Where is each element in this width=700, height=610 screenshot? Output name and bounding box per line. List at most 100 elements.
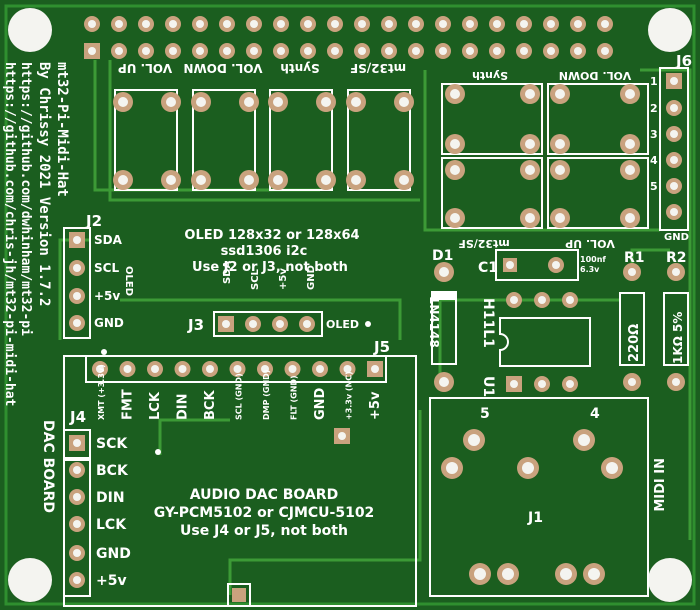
right-button-label-synth: Synth <box>472 69 508 82</box>
gpio-header <box>84 16 613 59</box>
button-vol-up[interactable]: VOL. UP <box>113 61 181 191</box>
ground-pour-edge <box>4 4 696 606</box>
button-outline-synth[interactable] <box>441 83 543 155</box>
gpio-drill <box>223 20 231 28</box>
button-drill <box>196 97 206 107</box>
j4-pin-label: SCK <box>96 436 128 452</box>
button-drill <box>351 175 361 185</box>
gpio-drill <box>601 47 609 55</box>
j6-pin-label: 5 <box>650 180 658 193</box>
button-vol-down[interactable]: VOL. DOWN <box>183 61 263 191</box>
j6-name: J6 <box>675 52 692 70</box>
oled-note: OLED 128x32 or 128x64 ssd1306 i2c Use J2… <box>184 228 359 275</box>
gpio-drill <box>88 47 96 55</box>
j5-pin-label: GND <box>313 387 328 420</box>
button-drill <box>625 213 635 223</box>
oled-note-line-2: ssd1306 i2c <box>221 244 308 259</box>
mounting-holes <box>8 8 692 602</box>
button-drill <box>625 165 635 175</box>
j5-pin-label: DIN <box>176 393 191 420</box>
c1-outline <box>495 249 579 281</box>
c1-label: C1 <box>478 260 498 276</box>
gpio-drill <box>493 47 501 55</box>
midi-pads <box>441 429 623 585</box>
j6-pin-label: 4 <box>650 154 658 167</box>
j4-outline-top <box>63 429 91 459</box>
credits-url-1: https://github.com/dwhinham/mt32-pi <box>18 62 33 336</box>
r2-value: 1KΩ 5% <box>671 312 685 364</box>
button-outline-vol-up[interactable] <box>547 157 649 229</box>
gpio-drill <box>412 47 420 55</box>
j4-pin-label: GND <box>96 546 131 562</box>
j5-drill <box>316 365 324 373</box>
j5-drill <box>233 365 242 373</box>
midi-side-label: MIDI IN <box>653 458 668 512</box>
j2-pin-label: +5v <box>94 289 120 303</box>
j5-pin-label: DMP (GND) <box>262 370 271 420</box>
button-synth[interactable]: Synth <box>268 61 336 191</box>
button-label: mt32/SF <box>350 61 406 75</box>
trace <box>108 60 420 202</box>
button-drill <box>555 139 565 149</box>
vias <box>101 321 371 455</box>
button-mt32-sf[interactable]: mt32/SF <box>346 61 414 191</box>
button-drill <box>555 89 565 99</box>
j4-pin-label: BCK <box>96 463 129 479</box>
button-drill <box>118 175 128 185</box>
j5-drill <box>261 365 269 373</box>
gpio-drill <box>250 47 258 55</box>
bottom-pad <box>232 588 246 602</box>
dac-note-line-2: GY-PCM5102 or CJMCU-5102 <box>154 505 375 521</box>
j5-drill <box>343 365 352 373</box>
button-outline-mt32-sf[interactable] <box>441 157 543 229</box>
gpio-pins <box>84 16 613 59</box>
button-outline-vol-down[interactable] <box>547 83 649 155</box>
via <box>101 349 107 355</box>
j5-drill <box>151 365 159 373</box>
credits-block: mt32-Pi-Midi-Hat By Chrissy 2021 Version… <box>2 62 70 406</box>
gpio-drill <box>115 47 123 55</box>
j4-pin-label: +5v <box>96 573 127 589</box>
button-drill <box>399 175 409 185</box>
j4-drill <box>73 466 81 474</box>
gpio-drill <box>304 47 312 55</box>
j6-drill <box>670 104 678 112</box>
u1-optocoupler: H11L1 U1 <box>480 292 591 397</box>
gpio-drill <box>304 20 312 28</box>
u1-drill <box>566 296 574 304</box>
j2-name: J2 <box>85 212 102 230</box>
j3-pin-label: SCL <box>250 268 261 290</box>
gpio-drill <box>574 20 582 28</box>
gpio-drill <box>88 20 96 28</box>
trace <box>423 70 660 232</box>
button-drill <box>166 175 176 185</box>
r1-drill <box>628 378 636 386</box>
j3-drill <box>222 320 230 328</box>
gpio-drill <box>574 47 582 55</box>
j5-drill <box>123 365 132 373</box>
midi-drill <box>446 462 458 474</box>
button-drill <box>525 89 535 99</box>
button-drill <box>166 97 176 107</box>
gpio-drill <box>223 47 231 55</box>
credits-author: By Chrissy 2021 Version 1.7.2 <box>36 62 52 306</box>
gpio-drill <box>439 20 447 28</box>
copper-traces <box>58 60 692 595</box>
j3-name: J3 <box>187 316 204 334</box>
j6-pin-label: 3 <box>650 128 658 141</box>
button-drill <box>450 165 460 175</box>
trace <box>120 298 402 340</box>
right-button-label-vol-down: VOL. DOWN <box>559 69 632 82</box>
gpio-drill <box>412 20 420 28</box>
j3-pin-label: GND <box>306 265 317 290</box>
j3-pin-label: SDA <box>222 260 233 284</box>
button-outline <box>269 89 333 191</box>
j2-drill <box>73 292 81 300</box>
j4-pin-label: LCK <box>96 517 127 533</box>
gpio-drill <box>385 20 393 28</box>
j6-drill <box>670 77 678 85</box>
j5-name: J5 <box>373 338 390 356</box>
j6-drill <box>670 156 678 164</box>
j2-drill <box>73 319 81 327</box>
r2-body <box>663 292 689 366</box>
